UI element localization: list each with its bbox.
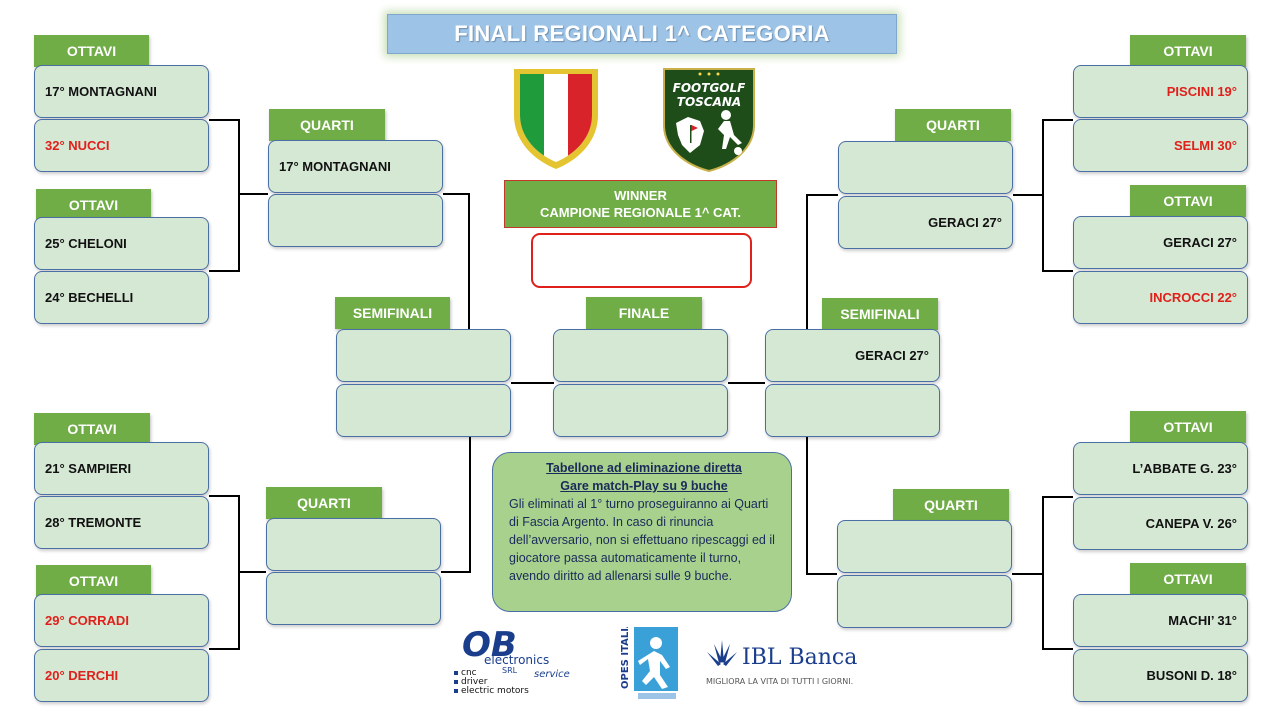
label-semifinali: SEMIFINALI bbox=[822, 298, 938, 330]
connector bbox=[468, 193, 470, 331]
match-slot: SELMI 30° bbox=[1073, 119, 1248, 172]
match-slot bbox=[266, 572, 441, 625]
label-ottavi: OTTAVI bbox=[1130, 185, 1246, 217]
label-quarti: QUARTI bbox=[269, 109, 385, 141]
match-slot bbox=[765, 384, 940, 437]
match-slot: L’ABBATE G. 23° bbox=[1073, 442, 1248, 495]
connector bbox=[238, 571, 266, 573]
connector bbox=[1043, 270, 1073, 272]
match-slot bbox=[336, 384, 511, 437]
footgolf-toscana-logo: FOOTGOLF TOSCANA bbox=[660, 65, 758, 173]
match-slot: 17° MONTAGNANI bbox=[34, 65, 209, 118]
match-slot bbox=[837, 520, 1012, 573]
connector bbox=[806, 573, 837, 575]
label-ottavi: OTTAVI bbox=[1130, 563, 1246, 595]
italy-shield-icon bbox=[510, 65, 602, 171]
label-ottavi: OTTAVI bbox=[34, 413, 150, 445]
ob-logo-service: service bbox=[534, 669, 570, 680]
ibl-logo-name: IBL Banca bbox=[742, 645, 857, 670]
match-slot: GERACI 27° bbox=[838, 196, 1013, 249]
match-slot: MACHI’ 31° bbox=[1073, 594, 1248, 647]
label-ottavi: OTTAVI bbox=[1130, 411, 1246, 443]
label-finale: FINALE bbox=[586, 297, 702, 329]
footgolf-line2: TOSCANA bbox=[677, 95, 741, 109]
match-slot: 32° NUCCI bbox=[34, 119, 209, 172]
connector bbox=[1042, 119, 1044, 272]
label-quarti: QUARTI bbox=[266, 487, 382, 519]
match-slot bbox=[336, 329, 511, 382]
connector bbox=[1012, 573, 1043, 575]
match-slot: INCROCCI 22° bbox=[1073, 271, 1248, 324]
ob-logo-sub: electronics bbox=[484, 653, 549, 667]
connector bbox=[1043, 119, 1073, 121]
connector bbox=[1043, 648, 1073, 650]
connector bbox=[728, 382, 765, 384]
connector bbox=[1043, 496, 1073, 498]
winner-slot bbox=[531, 233, 752, 288]
connector bbox=[806, 194, 808, 329]
label-quarti: QUARTI bbox=[895, 109, 1011, 141]
label-semifinali: SEMIFINALI bbox=[335, 297, 450, 329]
ob-item: driver bbox=[461, 677, 488, 687]
winner-title: WINNER bbox=[614, 188, 667, 203]
connector bbox=[238, 193, 268, 195]
rules-box: Tabellone ad eliminazione diretta Gare m… bbox=[492, 452, 792, 612]
connector bbox=[1013, 194, 1043, 196]
match-slot bbox=[553, 329, 728, 382]
match-slot: BUSONI D. 18° bbox=[1073, 649, 1248, 702]
match-slot: 25° CHELONI bbox=[34, 217, 209, 270]
label-ottavi: OTTAVI bbox=[1130, 35, 1246, 67]
ob-electronics-logo: OB electronics SRL service cnc driver el… bbox=[452, 625, 594, 698]
label-ottavi: OTTAVI bbox=[36, 189, 151, 221]
connector bbox=[443, 193, 469, 195]
match-slot: 28° TREMONTE bbox=[34, 496, 209, 549]
connector bbox=[469, 437, 471, 573]
match-slot: 20° DERCHI bbox=[34, 649, 209, 702]
match-slot: PISCINI 19° bbox=[1073, 65, 1248, 118]
ob-item: cnc bbox=[461, 668, 477, 678]
match-slot: 24° BECHELLI bbox=[34, 271, 209, 324]
winner-label: WINNER CAMPIONE REGIONALE 1^ CAT. bbox=[504, 180, 777, 228]
match-slot: 21° SAMPIERI bbox=[34, 442, 209, 495]
match-slot: GERACI 27° bbox=[1073, 216, 1248, 269]
match-slot bbox=[838, 141, 1013, 194]
opes-italia-logo: OPES ITALIA bbox=[618, 620, 680, 701]
label-ottavi: OTTAVI bbox=[36, 565, 151, 597]
connector bbox=[209, 648, 239, 650]
label-quarti: QUARTI bbox=[893, 489, 1009, 521]
connector bbox=[806, 437, 808, 575]
opes-logo-text: OPES ITALIA bbox=[620, 627, 631, 689]
match-slot: GERACI 27° bbox=[765, 329, 940, 382]
connector bbox=[209, 270, 239, 272]
ibl-banca-logo: IBL Banca MIGLIORA LA VITA DI TUTTI I GI… bbox=[704, 634, 872, 686]
ob-item: electric motors bbox=[461, 686, 529, 696]
rules-heading: Tabellone ad eliminazione diretta bbox=[546, 461, 742, 475]
connector bbox=[209, 119, 239, 121]
match-slot bbox=[837, 575, 1012, 628]
ob-logo-main: OB bbox=[462, 626, 517, 665]
connector bbox=[511, 382, 554, 384]
rules-subheading: Gare match-Play su 9 buche bbox=[560, 479, 728, 493]
connector bbox=[1042, 496, 1044, 650]
match-slot: 17° MONTAGNANI bbox=[268, 140, 443, 193]
match-slot: 29° CORRADI bbox=[34, 594, 209, 647]
connector bbox=[806, 194, 838, 196]
ob-logo-srl: SRL bbox=[502, 666, 518, 675]
match-slot bbox=[553, 384, 728, 437]
ibl-logo-tagline: MIGLIORA LA VITA DI TUTTI I GIORNI. bbox=[706, 677, 853, 686]
label-ottavi: OTTAVI bbox=[34, 35, 149, 67]
connector bbox=[209, 495, 239, 497]
page-title: FINALI REGIONALI 1^ CATEGORIA bbox=[387, 14, 897, 54]
match-slot: CANEPA V. 26° bbox=[1073, 497, 1248, 550]
winner-subtitle: CAMPIONE REGIONALE 1^ CAT. bbox=[540, 205, 741, 220]
match-slot bbox=[268, 194, 443, 247]
connector bbox=[441, 571, 470, 573]
connector bbox=[238, 119, 240, 272]
footgolf-line1: FOOTGOLF bbox=[673, 81, 746, 95]
rules-text: Gli eliminati al 1° turno proseguiranno … bbox=[509, 497, 775, 583]
match-slot bbox=[266, 518, 441, 571]
